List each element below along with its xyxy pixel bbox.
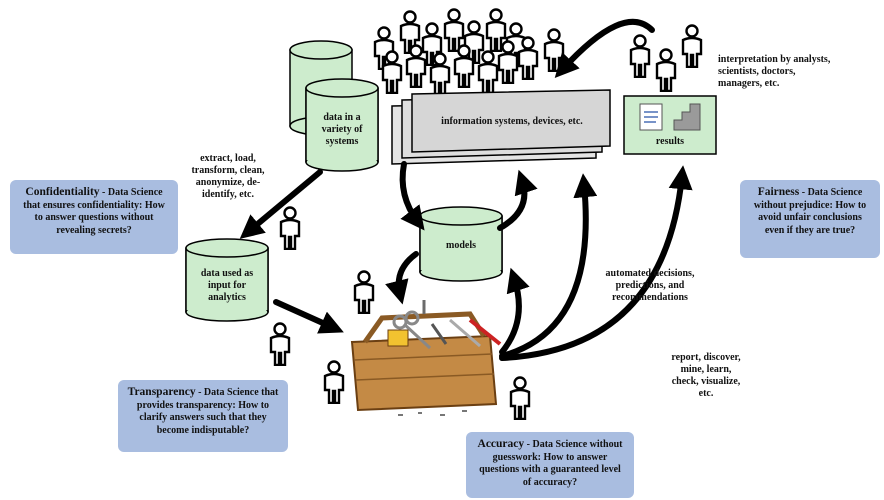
label-info-systems: information systems, devices, etc. xyxy=(441,116,583,127)
person-icon xyxy=(509,376,531,420)
label-data-variety: data in a variety of systems xyxy=(321,112,363,147)
models-cylinder-icon xyxy=(419,206,503,282)
fairness-box: Fairness - Data Science without prejudic… xyxy=(740,180,880,258)
accuracy-box: Accuracy - Data Science without guesswor… xyxy=(466,432,634,498)
person-icon xyxy=(353,270,375,314)
label-models: models xyxy=(446,240,476,251)
screws xyxy=(398,410,467,416)
label-data-input: data used as input for analytics xyxy=(200,268,254,303)
label-report: report, discover, mine, learn, check, vi… xyxy=(671,352,741,399)
confidentiality-heading: Confidentiality xyxy=(25,186,100,198)
confidentiality-box: Confidentiality - Data Science that ensu… xyxy=(10,180,178,254)
input-data-cylinder-icon xyxy=(185,238,269,322)
bar-chart-icon xyxy=(673,103,701,131)
toolbox-icon xyxy=(350,300,502,412)
info-systems-panels xyxy=(391,89,611,165)
transparency-body: - Data Science that provides transparenc… xyxy=(136,387,279,436)
person-icon xyxy=(279,206,301,250)
database-cylinder-icon xyxy=(289,40,379,172)
confidentiality-body: - Data Science that ensures confidential… xyxy=(23,187,165,236)
document-icon xyxy=(639,103,663,131)
flow-arrows xyxy=(239,18,693,361)
results-card xyxy=(623,95,717,155)
transparency-heading: Transparency xyxy=(127,386,196,398)
fairness-heading: Fairness xyxy=(757,186,800,198)
label-interpretation: interpretation by analysts, scientists, … xyxy=(718,54,831,89)
label-automated: automated decisions, predictions, and re… xyxy=(605,268,695,303)
label-extract: extract, load, transform, clean, anonymi… xyxy=(191,153,265,200)
fairness-body: - Data Science without prejudice: How to… xyxy=(753,187,867,236)
label-results: results xyxy=(655,136,685,147)
accuracy-heading: Accuracy xyxy=(477,438,525,450)
crowd-people xyxy=(373,8,565,96)
person-icon xyxy=(269,322,291,366)
transparency-box: Transparency - Data Science that provide… xyxy=(118,380,288,452)
person-icon xyxy=(323,360,345,404)
accuracy-body: - Data Science without guesswork: How to… xyxy=(479,439,623,488)
analysts-people xyxy=(629,24,703,92)
